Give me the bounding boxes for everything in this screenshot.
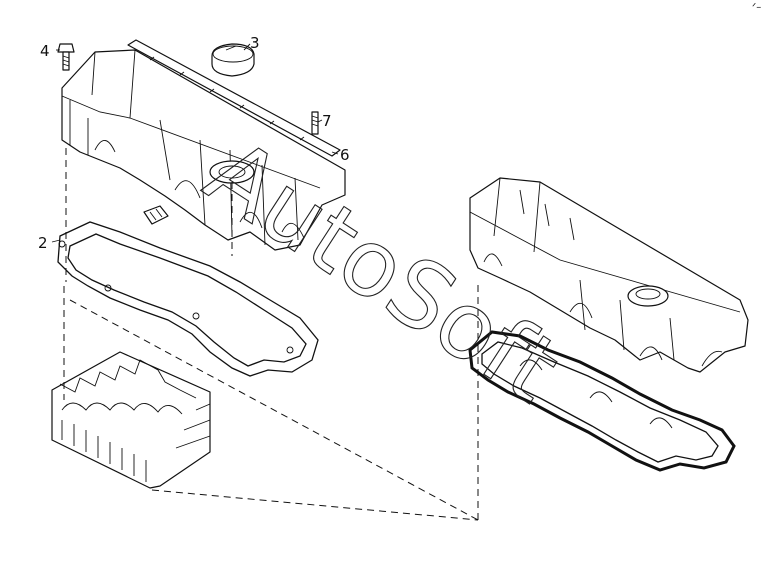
alignment-lines — [63, 148, 479, 521]
leader-lines — [51, 43, 339, 243]
filler-cap — [211, 43, 255, 77]
breather-strip — [127, 39, 341, 157]
clip — [143, 205, 169, 225]
callout-4: 4 — [40, 42, 50, 60]
corner-mark: ᐟ– — [752, 2, 761, 13]
valve-cover-assembled — [469, 177, 749, 373]
callout-7: 7 — [322, 112, 332, 130]
valve-cover-exploded — [61, 49, 346, 251]
bolt — [57, 43, 75, 71]
gasket — [57, 221, 319, 377]
cylinder-head — [51, 351, 211, 489]
callout-3: 3 — [250, 34, 260, 52]
callout-2: 2 — [38, 234, 48, 252]
stud — [311, 111, 319, 135]
callout-6: 6 — [340, 146, 350, 164]
gasket-assembled — [468, 330, 736, 472]
